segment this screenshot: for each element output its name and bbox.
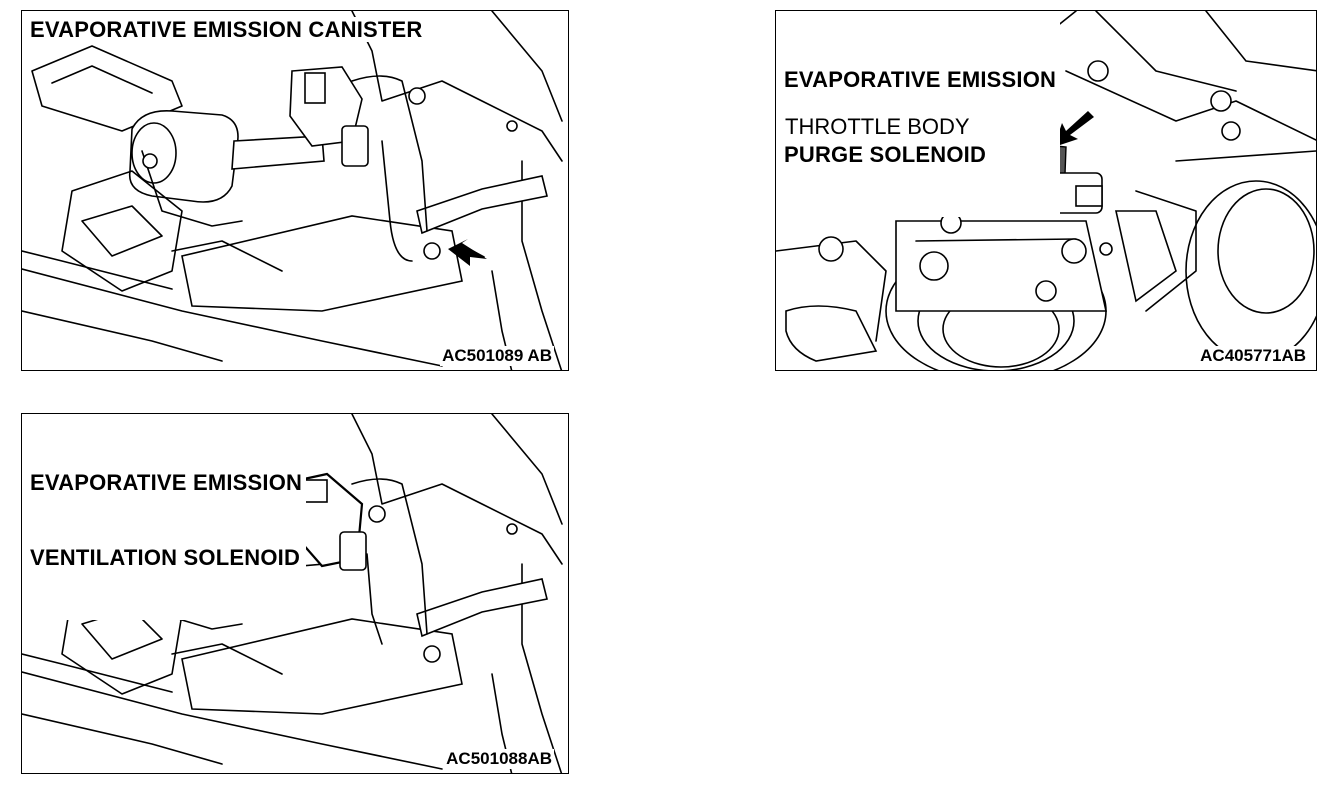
purge-solenoid-panel: EVAPORATIVE EMISSION PURGE SOLENOID THRO… xyxy=(775,10,1317,371)
ventilation-figure-code: AC501088AB xyxy=(444,749,554,769)
ventilation-title-line2: VENTILATION SOLENOID xyxy=(30,545,301,570)
purge-title-line1: EVAPORATIVE EMISSION xyxy=(784,67,1057,92)
purge-title-line2: PURGE SOLENOID xyxy=(784,142,987,167)
throttle-body-callout: THROTTLE BODY xyxy=(782,114,973,140)
purge-figure-code: AC405771AB xyxy=(1198,346,1308,366)
canister-title: EVAPORATIVE EMISSION CANISTER xyxy=(30,17,427,42)
canister-panel: EVAPORATIVE EMISSION CANISTER AC501089 A… xyxy=(21,10,569,371)
ventilation-solenoid-panel: EVAPORATIVE EMISSION VENTILATION SOLENOI… xyxy=(21,413,569,774)
ventilation-title-line1: EVAPORATIVE EMISSION xyxy=(30,470,303,495)
canister-figure-code: AC501089 AB xyxy=(440,346,554,366)
canister-illustration xyxy=(22,11,563,370)
ventilation-solenoid-title: EVAPORATIVE EMISSION VENTILATION SOLENOI… xyxy=(30,420,307,620)
